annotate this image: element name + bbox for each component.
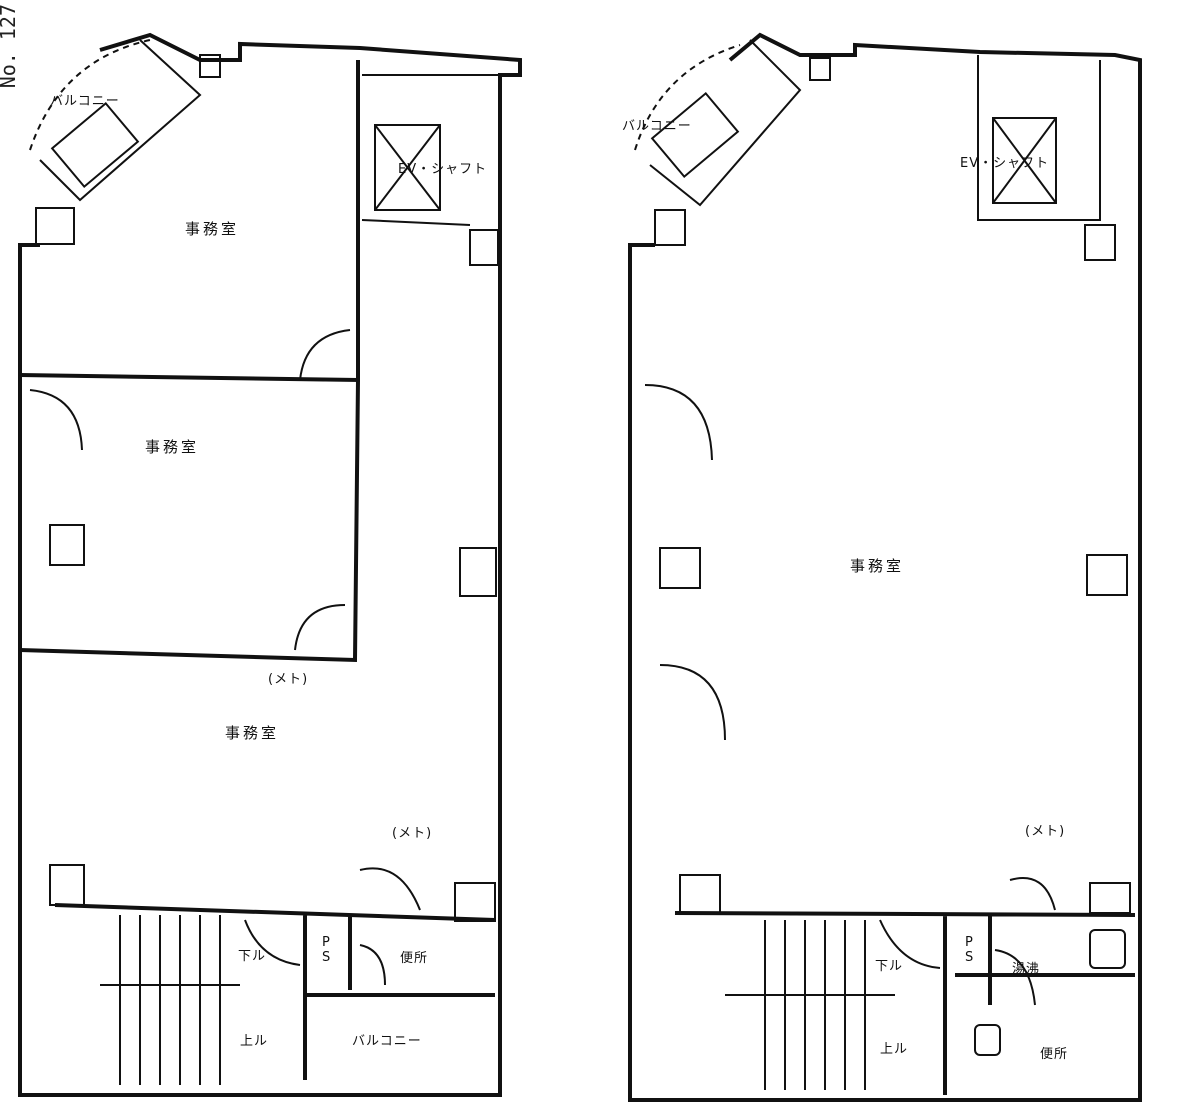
right-ev-shaft <box>992 117 1057 204</box>
left-column <box>454 882 496 922</box>
right-door-swing <box>644 384 726 741</box>
right-column <box>1089 882 1131 914</box>
left-column <box>35 207 75 245</box>
left-door-swing <box>299 329 351 381</box>
label-stairs-down: 下ル <box>238 949 267 964</box>
label-stairs-up: 上ル <box>880 1042 909 1057</box>
right-column <box>1084 224 1116 261</box>
left-column <box>469 229 499 266</box>
label-ev-shaft: EV・シャフト <box>398 162 488 177</box>
label-meter: (メト) <box>392 826 433 841</box>
left-column <box>49 524 85 566</box>
left-ev-shaft <box>374 124 441 211</box>
label-office: 事務室 <box>850 557 905 575</box>
right-column <box>679 874 721 914</box>
label-meter: (メト) <box>268 672 309 687</box>
right-sink <box>1089 929 1126 969</box>
left-floor-plan <box>18 32 522 1097</box>
left-door-swing <box>294 604 346 651</box>
label-balcony: バルコニー <box>622 119 692 134</box>
label-kitchenette: 湯沸 <box>1012 962 1041 977</box>
label-ps: PS <box>965 935 975 965</box>
right-toilet-fixture <box>974 1024 1001 1056</box>
left-core-walls <box>54 903 496 1080</box>
label-stairs-up: 上ル <box>240 1034 269 1049</box>
right-balcony-arc <box>634 44 741 151</box>
right-balcony-table <box>650 91 740 179</box>
label-stairs-down: 下ル <box>875 959 904 974</box>
label-office: 事務室 <box>145 438 200 456</box>
right-column <box>1086 554 1128 596</box>
left-wall-office2 <box>19 379 360 663</box>
right-column <box>659 547 701 589</box>
left-balcony-rail <box>39 39 202 202</box>
label-office: 事務室 <box>185 220 240 238</box>
right-ev-walls <box>977 55 1101 221</box>
right-stairs <box>725 920 895 1090</box>
label-meter: (メト) <box>1025 824 1066 839</box>
right-door-swing <box>879 877 1056 1006</box>
left-door-swing <box>29 389 83 451</box>
left-column <box>49 864 85 906</box>
left-ev-cross <box>374 124 441 211</box>
label-office: 事務室 <box>225 724 280 742</box>
left-column <box>199 54 221 78</box>
right-core-walls <box>674 911 1136 1095</box>
right-column <box>809 57 831 81</box>
left-ev-walls <box>361 74 500 226</box>
left-stairs <box>100 915 240 1085</box>
right-ev-cross <box>992 117 1057 204</box>
label-balcony: バルコニー <box>352 1034 422 1049</box>
label-ev-shaft: EV・シャフト <box>960 156 1050 171</box>
label-toilet: 便所 <box>400 951 429 966</box>
left-door-swing <box>244 867 421 986</box>
right-column <box>654 209 686 246</box>
label-balcony: バルコニー <box>50 94 120 109</box>
label-toilet: 便所 <box>1040 1047 1069 1062</box>
left-column <box>459 547 497 597</box>
left-balcony-table <box>50 101 140 189</box>
label-ps: PS <box>322 935 332 965</box>
left-outer-wall <box>18 32 522 1097</box>
right-floor-plan <box>628 32 1142 1102</box>
right-balcony-rail <box>649 39 802 207</box>
right-outer-wall <box>628 32 1142 1102</box>
